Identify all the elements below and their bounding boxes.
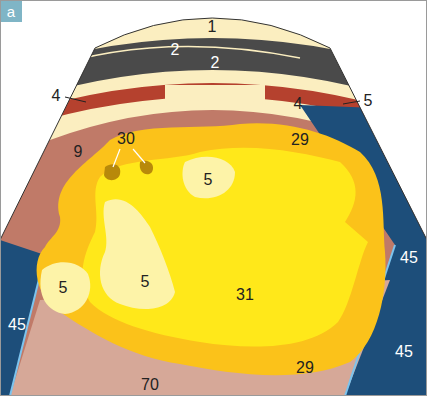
callout-number: 45: [395, 344, 413, 360]
callout-number: 1: [208, 19, 217, 35]
callout-number: 2: [171, 42, 180, 58]
callout-number: 30: [117, 131, 135, 147]
callout-number: 29: [291, 132, 309, 148]
callout-number: 45: [8, 317, 26, 333]
callout-number: 31: [236, 287, 254, 303]
callout-number: 5: [204, 172, 213, 188]
callout-number: 2: [211, 55, 220, 71]
callout-number: 5: [141, 274, 150, 290]
callout-number: 5: [59, 280, 68, 296]
callout-number: 4: [294, 96, 303, 112]
panel-letter: a: [7, 4, 15, 19]
callout-number: 4: [52, 88, 61, 104]
callout-number: 9: [74, 144, 83, 160]
callout-number: 70: [141, 377, 159, 393]
callout-number: 29: [296, 360, 314, 376]
callout-number: 5: [364, 93, 373, 109]
callout-number: 45: [400, 250, 418, 266]
